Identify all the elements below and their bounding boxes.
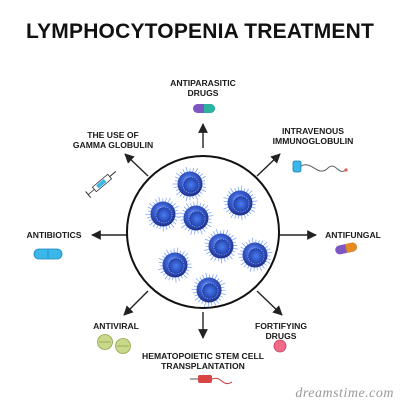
lymphocyte-cell bbox=[204, 229, 239, 264]
diagram-title: LYMPHOCYTOPENIA TREATMENT bbox=[25, 20, 375, 43]
label-gamma-globulin: THE USE OF GAMMA GLOBULIN bbox=[72, 130, 154, 150]
label-antibiotics: ANTIBIOTICS bbox=[26, 230, 82, 240]
arrow-up-right bbox=[256, 153, 281, 177]
capsule-antiparasitic-icon bbox=[193, 104, 215, 113]
arrow-up-left bbox=[124, 153, 149, 177]
label-antiviral: ANTIVIRAL bbox=[93, 321, 139, 331]
lymphocyte-cell bbox=[223, 185, 258, 221]
arrow-down-right bbox=[256, 290, 283, 316]
label-antiparasitic-drugs: ANTIPARASITIC DRUGS bbox=[170, 78, 236, 98]
watermark-logo: dreamstime.com bbox=[295, 386, 394, 401]
arrow-down-left bbox=[123, 290, 149, 316]
lymphocyte-cell bbox=[172, 166, 207, 202]
pills-antiviral-icon bbox=[97, 334, 131, 354]
pill-fortifying-icon bbox=[273, 339, 287, 353]
arrows bbox=[91, 123, 317, 339]
label-antifungal: ANTIFUNGAL bbox=[325, 230, 381, 240]
iv-drip-bag-icon bbox=[292, 160, 348, 173]
lymphocyte-cell bbox=[237, 237, 273, 272]
lymphocyte-cell bbox=[179, 200, 214, 235]
label-intravenous-immunoglobulin: INTRAVENOUS IMMUNOGLOBULIN bbox=[272, 126, 354, 146]
transfusion-tube-icon bbox=[190, 375, 233, 384]
syringe-icon bbox=[85, 171, 117, 198]
lymphocyte-cell bbox=[145, 196, 181, 232]
label-fortifying-drugs: FORTIFYING DRUGS bbox=[254, 321, 308, 341]
pill-antibiotics-icon bbox=[33, 248, 63, 260]
lymphocyte-cells bbox=[145, 166, 273, 307]
lymphocyte-cell bbox=[158, 247, 193, 283]
lymphocyte-cell bbox=[191, 272, 226, 307]
label-hematopoietic-stem-cell-transplantation: HEMATOPOIETIC STEM CELL TRANSPLANTATION bbox=[142, 351, 264, 371]
capsule-antifungal-icon bbox=[335, 242, 357, 255]
